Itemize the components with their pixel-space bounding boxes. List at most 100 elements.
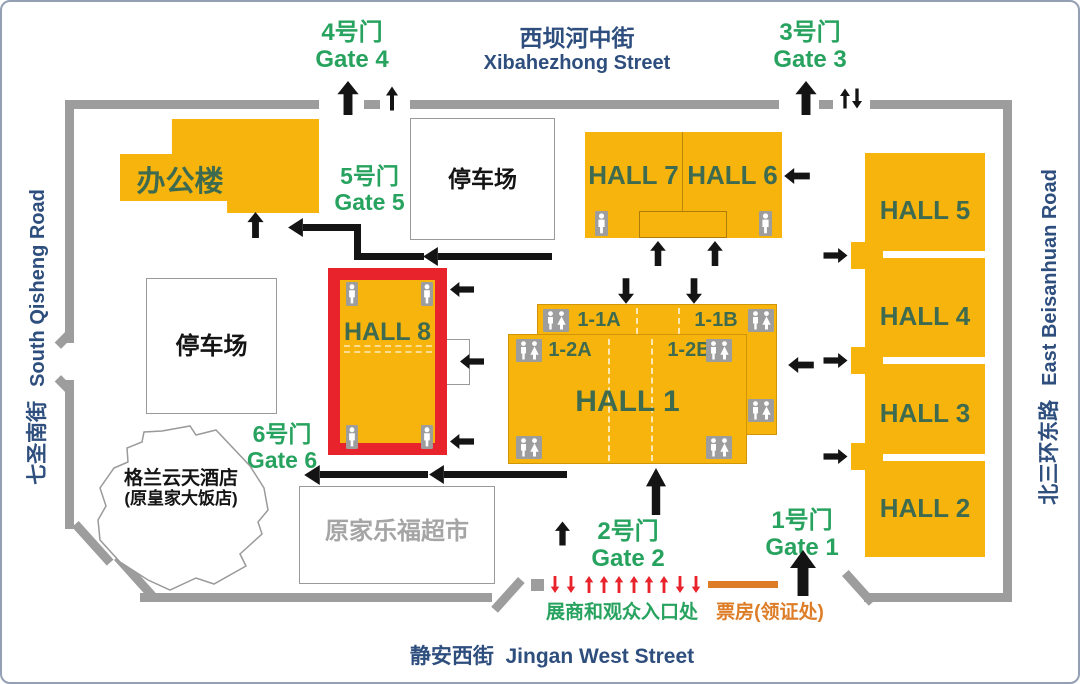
- restroom-icon: [346, 425, 358, 449]
- street-right: 北三环东路 East Beisanhuan Road: [1033, 137, 1063, 537]
- hall5-dock-tab: [851, 242, 865, 269]
- hall1-dash: [608, 339, 610, 461]
- office-building: 办公楼: [120, 119, 319, 213]
- route-arrowhead-left: [288, 218, 303, 237]
- gate3-arrow-down-small: [852, 88, 862, 109]
- route-line: [444, 471, 567, 478]
- hall-5-4-gap: [883, 251, 985, 258]
- wall-left-b: [65, 380, 74, 529]
- hall-7-6-divider: [682, 132, 683, 212]
- restroom-icon: [706, 339, 732, 362]
- entrance-arrow-up: [584, 576, 594, 593]
- route-line: [438, 253, 552, 260]
- hall-8-block: [340, 280, 435, 443]
- gate1-arrow-up: [790, 550, 816, 596]
- entrance-arrow-down: [550, 576, 560, 593]
- street-left-zh: 七圣南街: [26, 400, 49, 485]
- route-line: [354, 253, 424, 260]
- hall1-arrow-down: [686, 278, 702, 304]
- office-arrow-up: [247, 212, 264, 238]
- hall6-entry-arrow-up: [707, 241, 723, 266]
- hall5-dock-arrow-right: [823, 248, 848, 263]
- parking-lot-left: 停车场: [146, 278, 277, 414]
- hotel-building: [97, 425, 269, 591]
- hall-3-label: HALL 3: [879, 398, 971, 428]
- gate3-arrow-up-small: [840, 88, 850, 109]
- restroom-icon: [421, 282, 433, 306]
- entrance-arrow-up: [599, 576, 609, 593]
- entrance-arrow-down: [691, 576, 701, 593]
- gate2-post: [531, 579, 544, 591]
- hall8-arrow-left: [450, 434, 474, 449]
- gate4-arrow-up: [337, 81, 359, 115]
- hall3-dock-tab: [851, 443, 865, 470]
- gate3-post: [819, 100, 833, 109]
- hall-7-6-lobby: [639, 211, 727, 238]
- wall-left-a: [65, 100, 74, 343]
- entrance-note: 展商和观众入口处: [545, 602, 698, 623]
- wall-bottom-b: [864, 593, 1012, 602]
- supermarket-building: 原家乐福超市: [299, 486, 495, 584]
- parking-left-label: 停车场: [175, 333, 248, 360]
- restroom-icon: [543, 309, 569, 332]
- street-right-zh: 北三环东路: [1038, 399, 1061, 505]
- wall-top-b: [410, 100, 779, 109]
- hall-5-label: HALL 5: [879, 195, 971, 225]
- hall1-arrow-up: [646, 468, 666, 515]
- hotel-label: 格兰云天酒店 (原皇家大饭店): [123, 468, 238, 509]
- entrance-arrow-down: [566, 576, 576, 593]
- street-right-en: East Beisanhuan Road: [1039, 169, 1061, 386]
- route-line: [320, 471, 428, 478]
- hall8-arrow-left: [450, 282, 474, 297]
- hall8-dash: [344, 351, 432, 353]
- hall-7-label: HALL 7: [588, 160, 679, 190]
- hall-3-2-gap: [883, 454, 985, 461]
- route-arrowhead-left: [304, 465, 320, 485]
- entrance-arrow-up: [629, 576, 639, 593]
- street-bottom-zh: 静安西街: [409, 645, 494, 668]
- entrance-arrow-up: [614, 576, 624, 593]
- hall8-arrow-left: [460, 354, 484, 369]
- ticket-office-bar: [708, 581, 778, 588]
- street-top: 西坝河中街 Xibahezhong Street: [452, 25, 702, 74]
- restroom-icon: [706, 436, 732, 459]
- hall1-arrow-down: [618, 278, 634, 304]
- hall1-arrow-left: [788, 357, 814, 373]
- street-top-en: Xibahezhong Street: [483, 51, 671, 74]
- restroom-icon: [748, 309, 774, 332]
- route-line: [303, 224, 361, 231]
- hall-1-label: HALL 1: [575, 385, 680, 418]
- restroom-icon: [759, 211, 772, 236]
- gate4-post: [364, 100, 380, 109]
- hall-8-label: HALL 8: [343, 318, 432, 346]
- ticket-note: 票房(领证处): [716, 602, 824, 623]
- restroom-icon: [748, 399, 774, 422]
- restroom-icon: [516, 436, 542, 459]
- gate4-arrow-up-small: [386, 86, 398, 111]
- restroom-icon: [346, 282, 358, 306]
- restroom-icon: [595, 211, 608, 236]
- entrance-arrow-down: [675, 576, 685, 593]
- hall-4-3-gap: [883, 357, 985, 364]
- wall-top-a: [68, 100, 319, 109]
- wall-right: [1003, 100, 1012, 597]
- gate2-arrow-up-small: [555, 521, 570, 546]
- section-1-2a-label: 1-2A: [548, 339, 592, 361]
- gate3-arrow-up: [795, 81, 817, 115]
- hall-4-label: HALL 4: [879, 301, 971, 331]
- parking-top-label: 停车场: [448, 166, 517, 192]
- wall-diag-gate2: [491, 577, 525, 613]
- section-1-2b-label: 1-2B: [667, 339, 711, 361]
- hall-2-label: HALL 2: [879, 493, 971, 523]
- hall1-dash: [651, 339, 653, 461]
- hall3-dock-arrow-right: [823, 449, 848, 464]
- street-left: 七圣南街South Qisheng Road: [21, 137, 51, 537]
- street-bottom: 静安西街 Jingan West Street: [382, 645, 722, 669]
